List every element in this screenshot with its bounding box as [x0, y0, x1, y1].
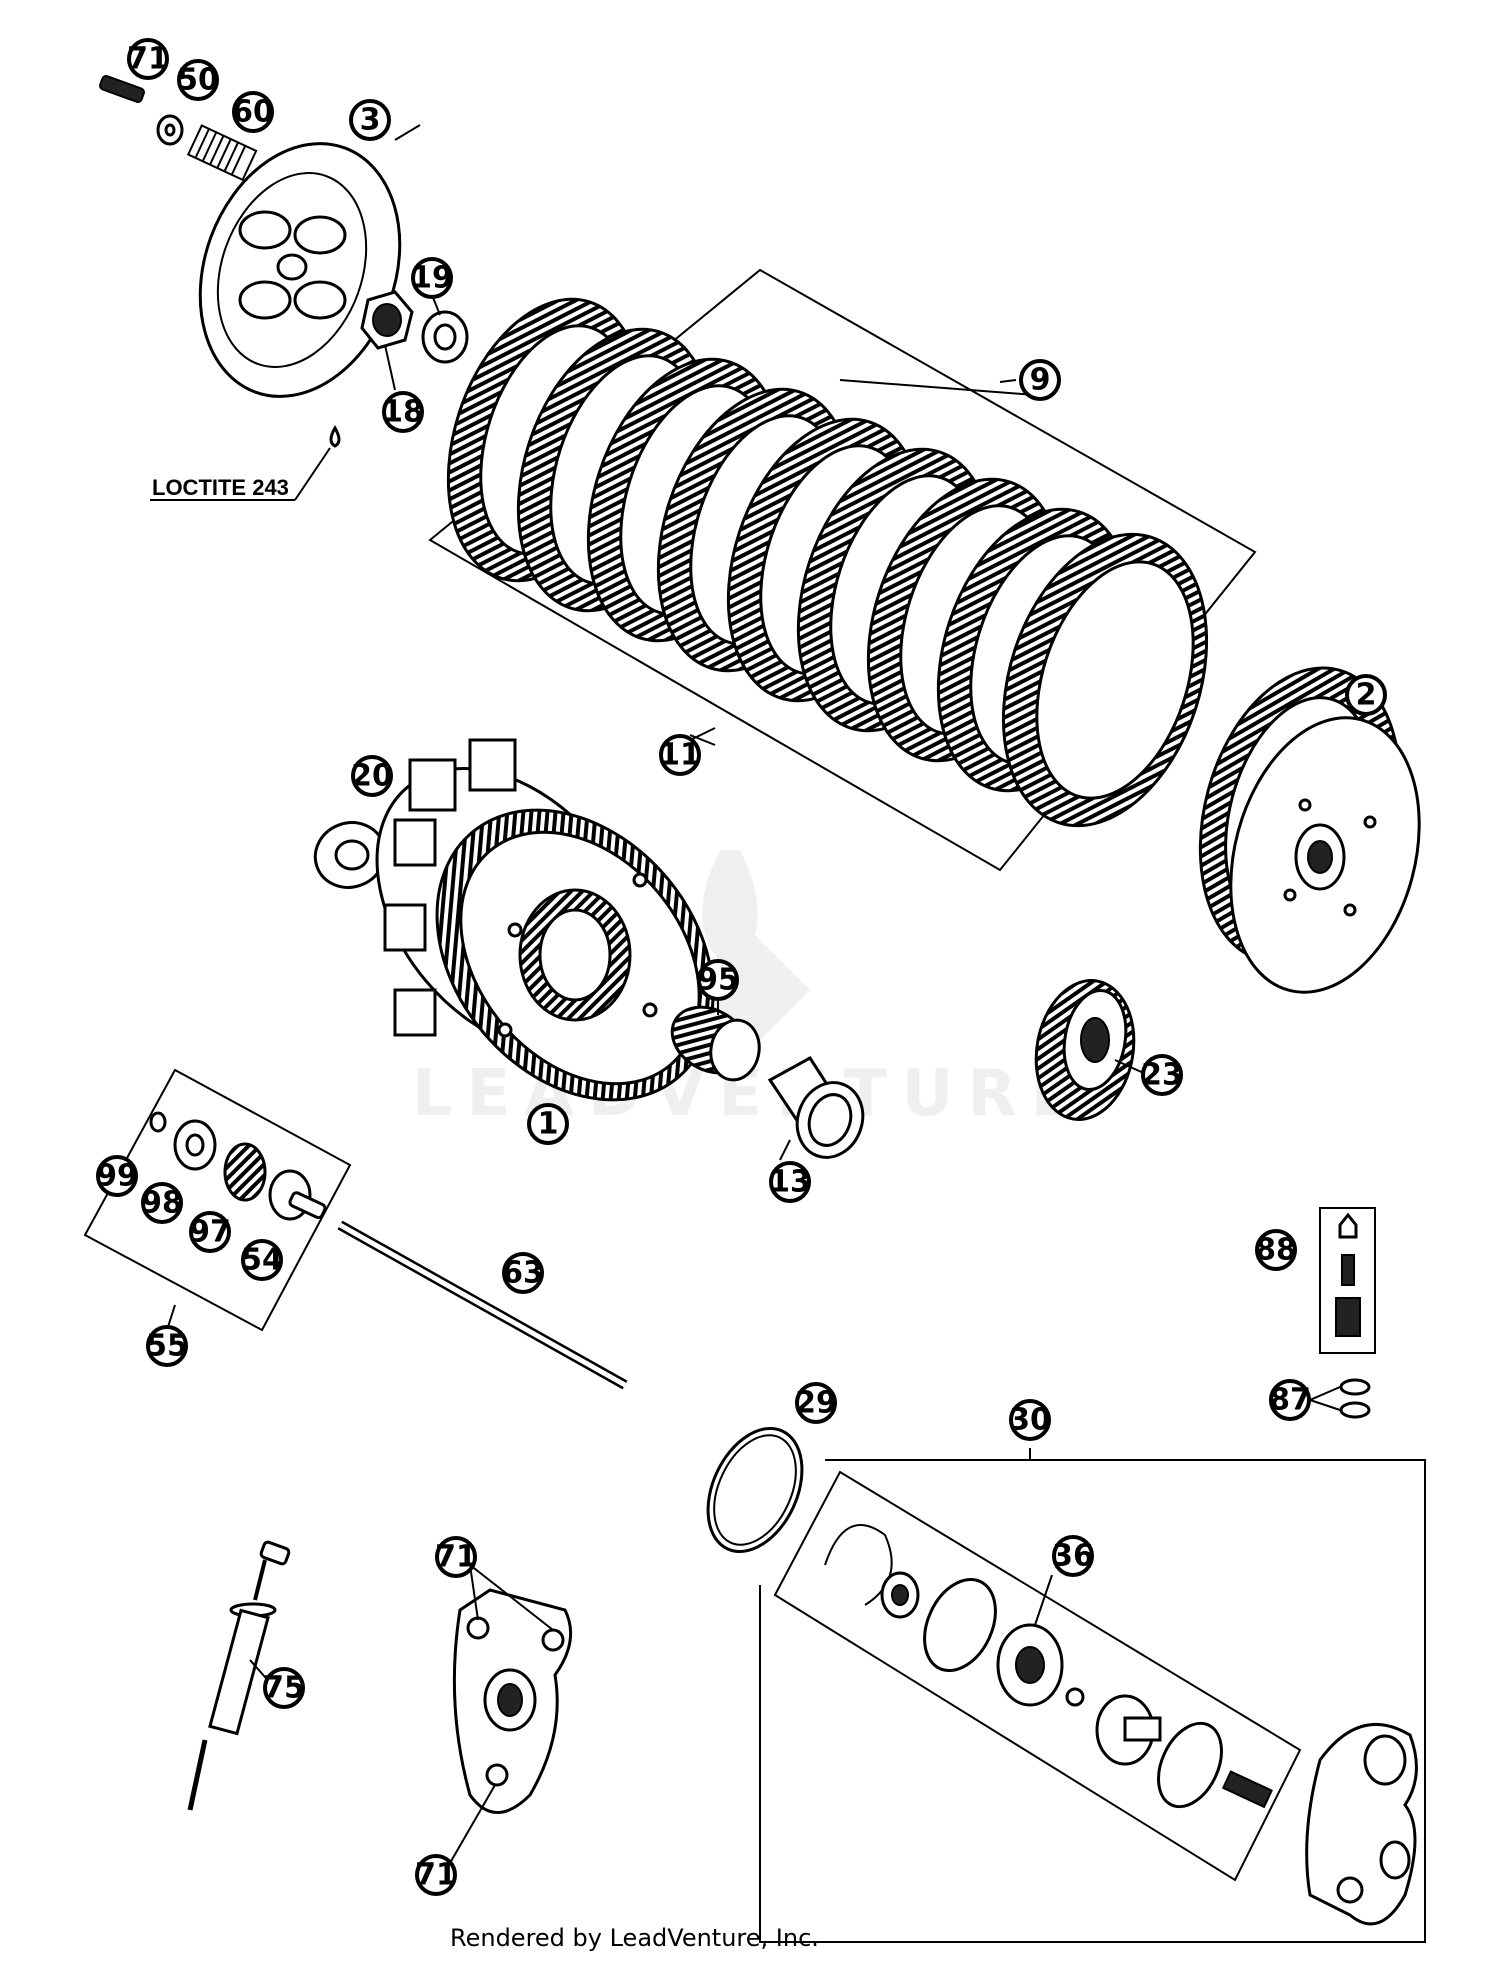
callout-label: 20: [351, 759, 393, 794]
syringe-part: [187, 1540, 291, 1811]
callout-label: 29: [795, 1386, 837, 1421]
callout-bubble: 13: [769, 1161, 811, 1203]
washer-part: [313, 821, 387, 889]
loctite-label: LOCTITE 243: [152, 475, 289, 500]
callout-label: 50: [177, 63, 219, 98]
callout-bubble: 29: [795, 1382, 837, 1424]
pressure-plate-part: [198, 142, 402, 398]
callout-bubble: 30: [1009, 1399, 1051, 1441]
callout-label: 71: [127, 42, 169, 77]
callout-bubble: 19: [411, 257, 453, 299]
loctite-annotation: LOCTITE 243: [150, 447, 331, 501]
callout-label: 71: [435, 1540, 477, 1575]
callout-bubble: 71: [415, 1854, 457, 1896]
callout-bubble: 97: [189, 1211, 231, 1253]
bushing-part: [767, 1056, 865, 1159]
callout-bubble: 36: [1052, 1535, 1094, 1577]
callout-label: 97: [189, 1215, 231, 1250]
callout-bubble: 98: [141, 1182, 183, 1224]
callout-bubble: 63: [502, 1252, 544, 1294]
push-rod-part: [337, 1220, 628, 1390]
gear-part: [1034, 979, 1136, 1121]
callout-label: 60: [232, 95, 274, 130]
callout-label: 75: [263, 1671, 305, 1706]
callout-label: 19: [411, 261, 453, 296]
needle-bearing-part: [670, 1005, 761, 1082]
footer-credit: Rendered by LeadVenture, Inc.: [450, 1924, 819, 1952]
callout-label: 99: [96, 1159, 138, 1194]
callout-label: 23: [1141, 1058, 1183, 1093]
callout-bubble: 99: [96, 1155, 138, 1197]
bolt-part: [99, 75, 145, 103]
lock-washer-part: [421, 310, 469, 364]
callout-label: 3: [360, 103, 381, 138]
washer-part: [156, 114, 184, 146]
spring-part: [186, 124, 258, 182]
callout-bubble: 55: [146, 1325, 188, 1367]
callout-label: 13: [769, 1165, 811, 1200]
callout-bubble: 2: [1345, 674, 1387, 716]
callout-bubble: 11: [659, 734, 701, 776]
callout-label: 11: [659, 738, 701, 773]
callout-label: 63: [502, 1256, 544, 1291]
callout-label: 36: [1052, 1539, 1094, 1574]
callout-bubble: 87: [1269, 1379, 1311, 1421]
callout-label: 54: [241, 1243, 283, 1278]
callout-label: 71: [415, 1858, 457, 1893]
callout-bubble: 3: [349, 99, 391, 141]
callout-label: 87: [1269, 1383, 1311, 1418]
callout-label: 18: [382, 395, 424, 430]
slave-cylinder-housing-part: [1305, 1722, 1418, 1926]
callout-bubble: 60: [232, 91, 274, 133]
callout-bubble: 9: [1019, 359, 1061, 401]
cover-plate-part: [452, 1588, 573, 1814]
callout-bubble: 23: [1141, 1054, 1183, 1096]
clutch-disc: [1001, 532, 1209, 828]
clutch-disc-stack: [428, 268, 1257, 872]
bleed-valve-box: [1309, 1207, 1376, 1419]
callout-bubble: 75: [263, 1667, 305, 1709]
callout-label: 95: [697, 963, 739, 998]
loctite-drop-icon: [329, 424, 341, 448]
o-ring-part: [706, 1426, 804, 1554]
callout-label: 30: [1009, 1403, 1051, 1438]
nut-part: [360, 290, 414, 350]
slave-cylinder-box: [759, 1459, 1426, 1943]
callout-bubble: 18: [382, 391, 424, 433]
inner-clutch-hub-part: [1198, 666, 1421, 994]
callout-label: 9: [1030, 363, 1051, 398]
callout-label: 88: [1255, 1233, 1297, 1268]
callout-bubble: 1: [527, 1103, 569, 1145]
callout-label: 2: [1356, 678, 1377, 713]
callout-label: 98: [141, 1186, 183, 1221]
callout-bubble: 54: [241, 1239, 283, 1281]
callout-bubble: 50: [177, 59, 219, 101]
clutch-basket-part: [375, 738, 715, 1102]
callout-label: 55: [146, 1329, 188, 1364]
callout-bubble: 71: [435, 1536, 477, 1578]
callout-bubble: 20: [351, 755, 393, 797]
push-rod-kit-box: [83, 1068, 352, 1332]
callout-label: 1: [538, 1107, 559, 1142]
callout-bubble: 95: [697, 959, 739, 1001]
callout-bubble: 71: [127, 38, 169, 80]
callout-bubble: 88: [1255, 1229, 1297, 1271]
